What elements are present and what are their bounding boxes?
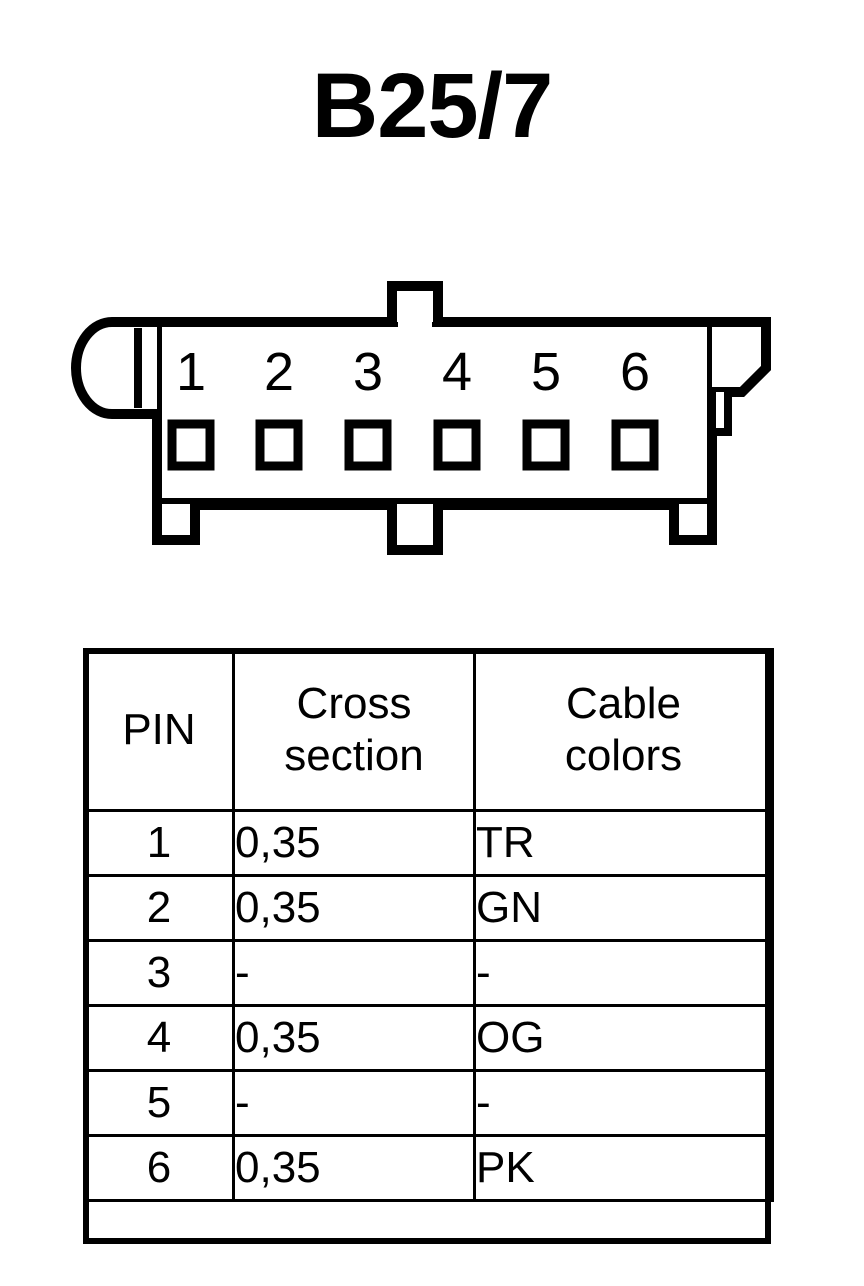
pin-cavity-1 <box>167 419 215 471</box>
row-pin: 6 <box>83 1134 235 1202</box>
table-row: 1 0,35 TR <box>83 809 774 877</box>
page-title: B25/7 <box>311 55 554 157</box>
header-pin: PIN <box>83 648 235 812</box>
row-cross-section: 0,35 <box>232 1004 476 1072</box>
row-cross-section: 0,35 <box>232 809 476 877</box>
header-cable-colors-line1: Cable <box>566 679 681 728</box>
row-cross-section: 0,35 <box>232 874 476 942</box>
table-row: 2 0,35 GN <box>83 874 774 942</box>
connector-right-tab <box>712 317 771 397</box>
pin-cavity-6 <box>611 419 659 471</box>
connector-bottom-right-tab <box>669 504 717 545</box>
row-pin: 1 <box>83 809 235 877</box>
connector-right-notch <box>708 392 732 436</box>
table-row: 3 - - <box>83 939 774 1007</box>
connector-top-tab <box>387 281 443 322</box>
header-cable-colors-line2: colors <box>564 731 683 780</box>
row-cable-color: PK <box>473 1134 774 1202</box>
header-cross-section: Cross section <box>232 648 476 812</box>
table-row: 4 0,35 OG <box>83 1004 774 1072</box>
connector-outline-svg <box>71 281 771 555</box>
connector-diagram: 1 2 3 4 5 6 <box>52 272 812 562</box>
row-cable-color: OG <box>473 1004 774 1072</box>
row-pin: 5 <box>83 1069 235 1137</box>
pin-assignment-table: PIN Cross section Cable colors 1 0,35 TR… <box>83 648 774 1202</box>
row-cable-color: TR <box>473 809 774 877</box>
connector-left-lobe <box>71 317 157 419</box>
top-tab-join <box>398 316 432 330</box>
pin-cavity-5 <box>522 419 570 471</box>
pin-cavity-4 <box>433 419 481 471</box>
row-pin: 4 <box>83 1004 235 1072</box>
row-cable-color: GN <box>473 874 774 942</box>
header-cross-section-line1: Cross <box>296 679 412 728</box>
row-cross-section: - <box>232 939 476 1007</box>
connector-left-step <box>112 409 162 508</box>
header-cable-colors: Cable colors <box>473 648 774 812</box>
pin-cavity-3 <box>344 419 392 471</box>
connector-bottom-left-tab <box>152 504 200 545</box>
table-row: 5 - - <box>83 1069 774 1137</box>
connector-body <box>152 317 717 509</box>
table-header-row: PIN Cross section Cable colors <box>83 648 774 812</box>
connector-bottom-center-tab <box>387 504 443 555</box>
table-row: 6 0,35 PK <box>83 1134 774 1202</box>
pin-cavity-2 <box>255 419 303 471</box>
header-pin-label: PIN <box>122 705 196 754</box>
row-cross-section: - <box>232 1069 476 1137</box>
header-cross-section-line2: section <box>284 731 424 780</box>
row-cable-color: - <box>473 939 774 1007</box>
row-pin: 2 <box>83 874 235 942</box>
row-cross-section: 0,35 <box>232 1134 476 1202</box>
row-cable-color: - <box>473 1069 774 1137</box>
row-pin: 3 <box>83 939 235 1007</box>
